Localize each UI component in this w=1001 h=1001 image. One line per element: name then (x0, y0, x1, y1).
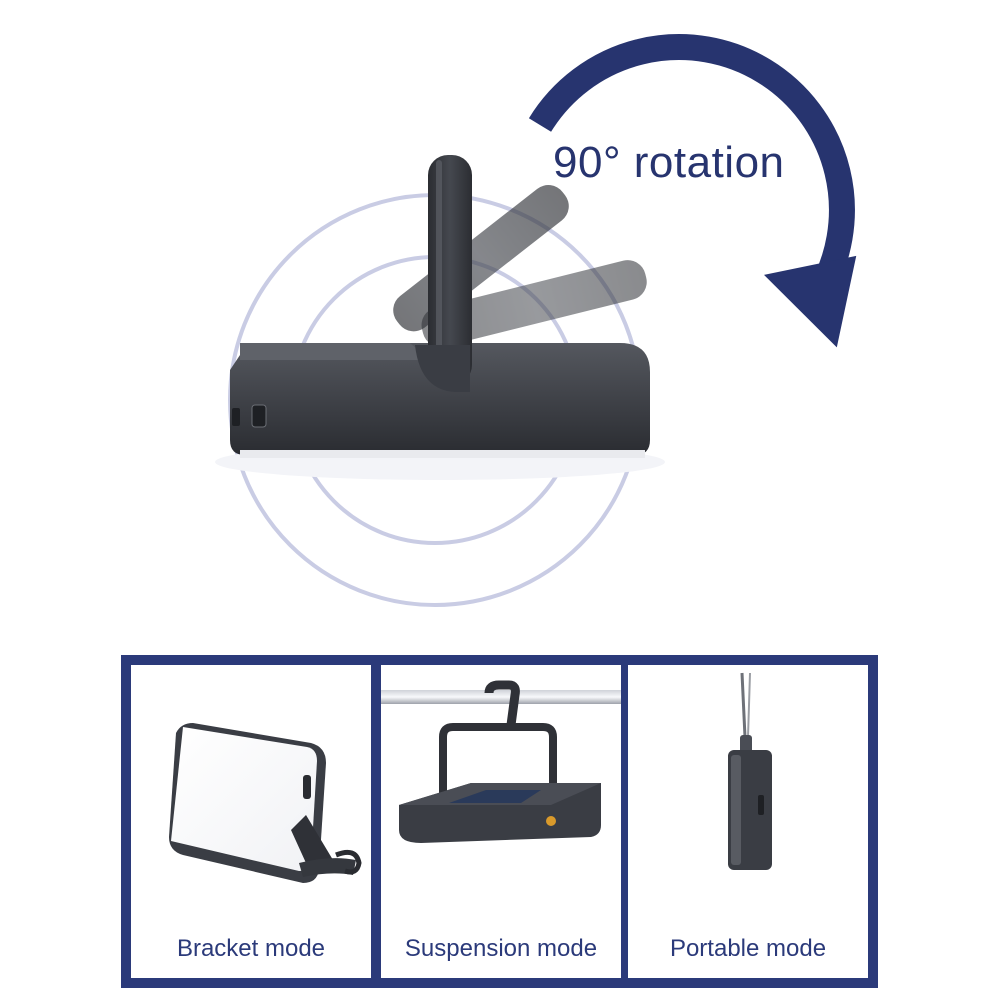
rotation-label: 90° rotation (553, 138, 785, 187)
bracket-mode-image (169, 723, 362, 883)
device-rotation-graphic (215, 34, 857, 607)
rotating-handle-icon (393, 155, 647, 392)
curved-arrow-icon (528, 34, 857, 348)
suspension-mode-image (381, 680, 621, 843)
suspension-mode-label: Suspension mode (404, 935, 598, 962)
portable-mode-image (728, 672, 772, 870)
modes-frame: Bracket mode Suspension mode (121, 655, 878, 988)
portable-mode-panel: Portable mode (628, 665, 868, 978)
portable-mode-label: Portable mode (669, 935, 827, 962)
bracket-mode-label: Bracket mode (176, 935, 326, 962)
device-body (230, 343, 650, 458)
hero-illustration: 90° rotation (215, 34, 857, 607)
bracket-mode-panel: Bracket mode (131, 665, 371, 978)
suspension-mode-panel: Suspension mode (381, 665, 621, 978)
